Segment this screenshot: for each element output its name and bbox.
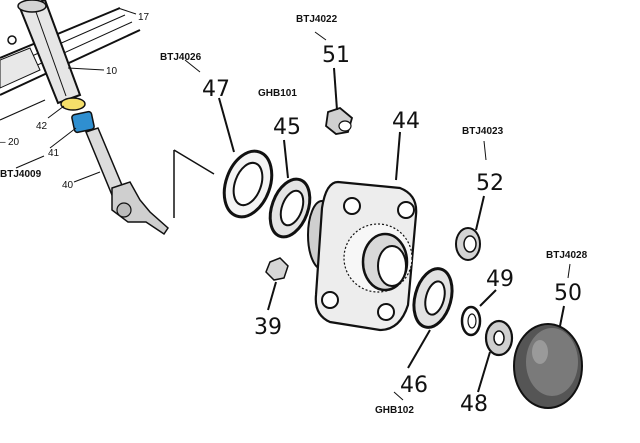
callout-40: 40 xyxy=(62,180,74,191)
castle-nut-48 xyxy=(484,319,514,357)
kingpin-tube xyxy=(17,0,82,105)
bearing-45 xyxy=(268,177,312,239)
callout-41: 41 xyxy=(48,148,60,159)
part-39: 39 xyxy=(254,315,282,340)
seal-47 xyxy=(222,149,274,219)
part-49: 49 xyxy=(486,267,514,292)
nut-52 xyxy=(455,227,481,261)
leader-lines xyxy=(15,7,571,401)
callout-10: 10 xyxy=(106,66,118,77)
part-52: 52 xyxy=(476,171,504,196)
divider-line xyxy=(173,149,215,218)
grease-cap-50 xyxy=(513,323,583,409)
stub-axle xyxy=(84,127,169,236)
part-50: 50 xyxy=(554,281,582,306)
part-51: 51 xyxy=(322,43,350,68)
callout-20-number: 20 xyxy=(8,137,20,148)
code-btj4026: BTJ4026 xyxy=(160,52,202,63)
callout-42: 42 xyxy=(36,121,48,132)
callout-20: – xyxy=(0,137,6,148)
part-48: 48 xyxy=(460,392,488,417)
hub-44 xyxy=(307,180,418,332)
code-ghb101: GHB101 xyxy=(258,88,297,99)
spacer-42 xyxy=(60,97,86,111)
part-46: 46 xyxy=(400,373,428,398)
suspension-arm xyxy=(0,7,141,121)
code-btj4009: BTJ4009 xyxy=(0,169,42,180)
part-47: 47 xyxy=(202,77,230,102)
part-45: 45 xyxy=(273,115,301,140)
code-btj4028: BTJ4028 xyxy=(546,250,588,261)
callout-17: 17 xyxy=(138,12,150,23)
bolt-51 xyxy=(325,106,354,135)
part-44: 44 xyxy=(392,109,420,134)
nut-39 xyxy=(265,257,289,281)
code-btj4023: BTJ4023 xyxy=(462,126,504,137)
code-btj4022: BTJ4022 xyxy=(296,14,338,25)
bearing-46 xyxy=(412,267,454,329)
code-ghb102: GHB102 xyxy=(375,405,414,416)
washer-49 xyxy=(460,305,482,337)
spacer-41 xyxy=(71,110,95,134)
